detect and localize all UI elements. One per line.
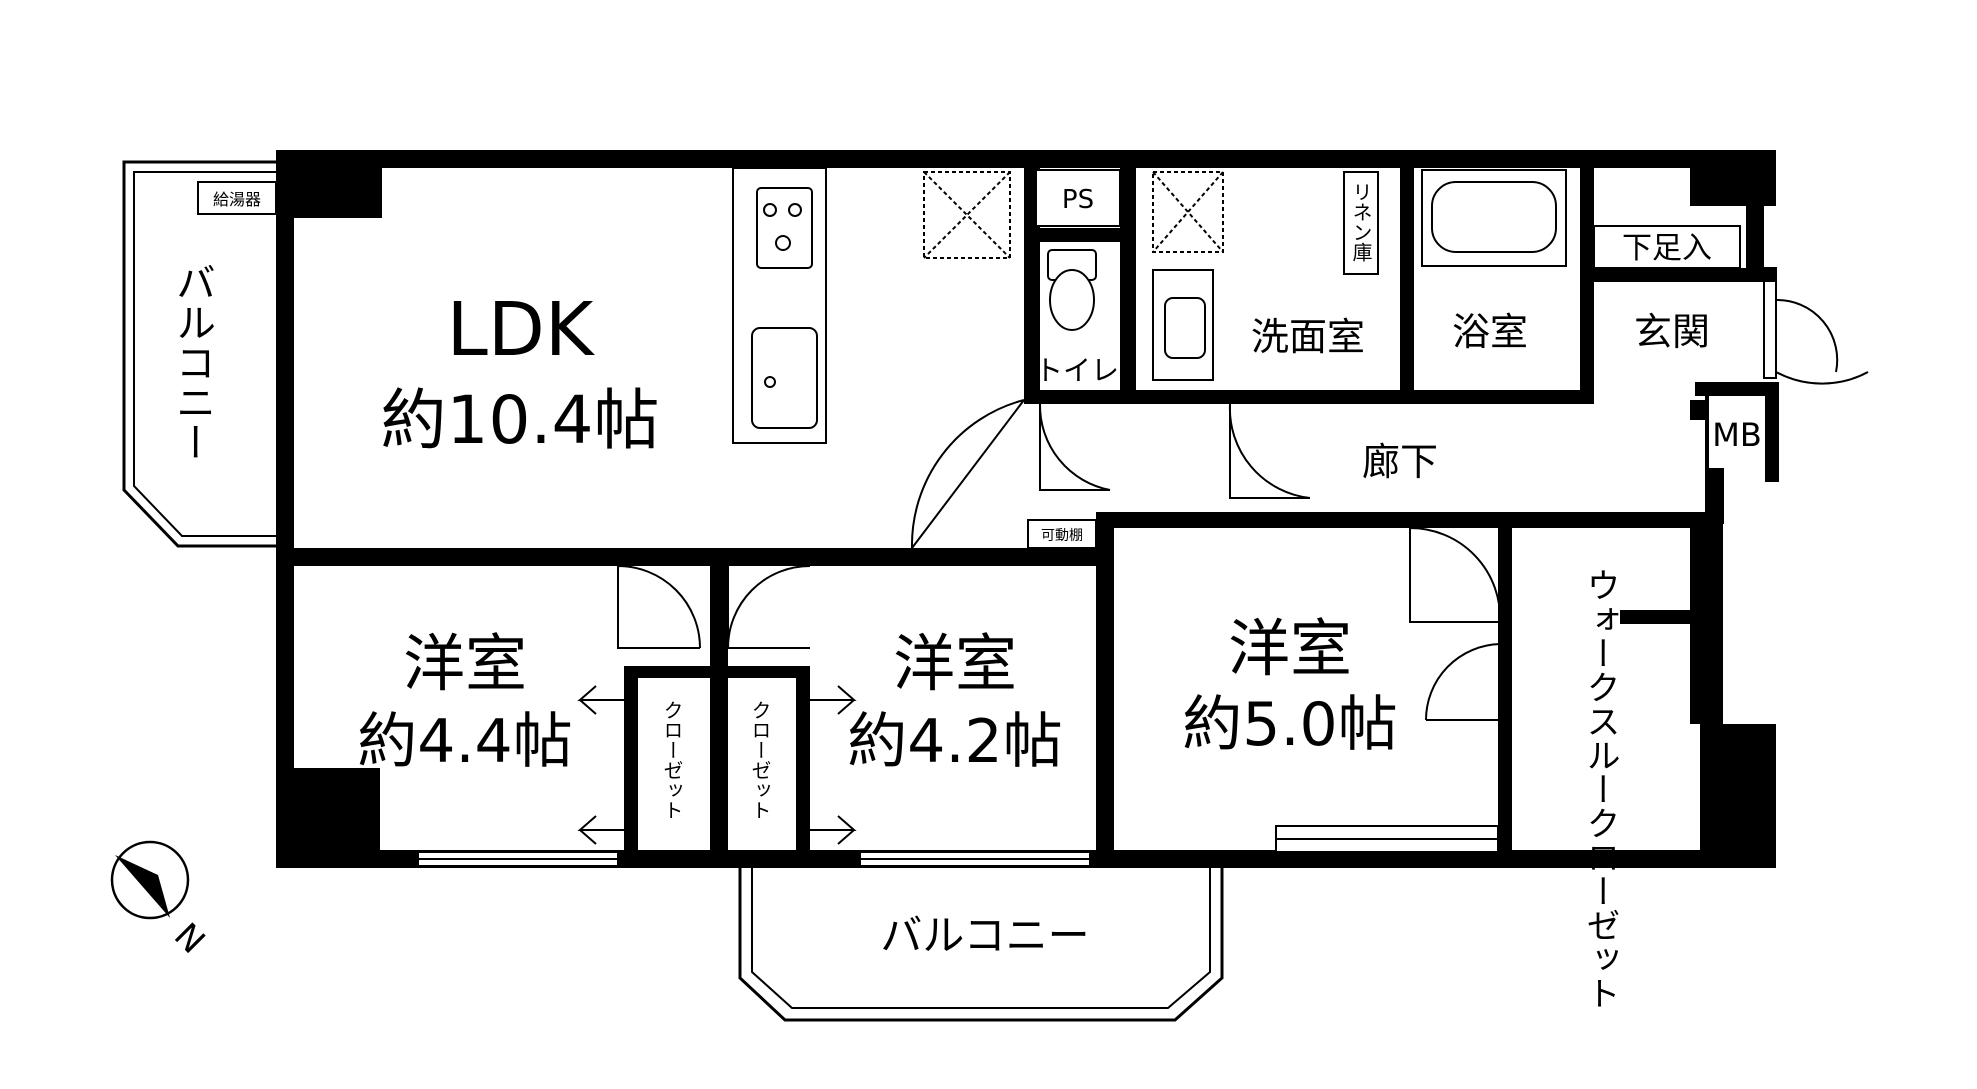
- bedroom-b-size: 約4.2帖: [847, 707, 1062, 777]
- mb-box: [1709, 396, 1765, 468]
- entrance-label: 玄関: [1634, 310, 1710, 354]
- compass-icon: N: [110, 840, 212, 962]
- bottom-balcony-label: バルコニー: [880, 911, 1089, 960]
- left-balcony-label: バルコニー: [169, 262, 215, 462]
- left-balcony: [122, 160, 276, 548]
- bedroom-c-size: 約5.0帖: [1182, 690, 1397, 760]
- washbasin-fixture: [1152, 269, 1214, 381]
- water-heater-box: [197, 181, 277, 215]
- closet-label-b: クローゼット: [748, 700, 772, 820]
- shelf-label: 可動棚: [1041, 528, 1083, 544]
- bedroom-b: 洋室 約4.2帖: [847, 627, 1062, 777]
- ps-label: PS: [1062, 185, 1094, 215]
- windows: [279, 266, 1499, 867]
- ldk-name: LDK: [447, 287, 596, 373]
- ps-box: [1035, 169, 1121, 227]
- kitchen-counter: [732, 167, 827, 444]
- bottom-balcony: [738, 862, 1224, 1022]
- washroom-label: 洗面室: [1251, 315, 1365, 359]
- bathtub-fixture: [1421, 169, 1567, 267]
- bedroom-a: 洋室 約4.4帖: [357, 627, 572, 777]
- water-heater-label: 給湯器: [213, 190, 261, 209]
- bath-label: 浴室: [1452, 310, 1528, 354]
- toilet-fixture: [1047, 249, 1097, 331]
- closet-label-a: クローゼット: [660, 700, 684, 820]
- mb-label: MB: [1712, 416, 1762, 454]
- appliance-spaces: [923, 171, 1224, 259]
- toilet-label: トイレ: [1035, 354, 1119, 387]
- hallway-label: 廊下: [1362, 440, 1438, 484]
- linen-label: リネン庫: [1349, 182, 1373, 262]
- ldk-size: 約10.4帖: [381, 382, 660, 459]
- bedroom-c-name: 洋室: [1228, 612, 1352, 685]
- bedroom-c: 洋室 約5.0帖: [1182, 612, 1397, 760]
- doors: [617, 267, 1869, 721]
- closet-markers: [577, 685, 857, 845]
- shoe-box-frame: [1593, 225, 1741, 269]
- walk-through-closet-label: ウォークスルークローゼット: [1580, 568, 1620, 1010]
- bedroom-b-name: 洋室: [893, 627, 1017, 700]
- bedroom-a-name: 洋室: [403, 627, 527, 700]
- shoe-box-label: 下足入: [1622, 231, 1712, 266]
- shelf-box: [1027, 519, 1097, 549]
- bedroom-a-size: 約4.4帖: [357, 707, 572, 777]
- linen-closet: [1343, 171, 1379, 275]
- compass-direction: N: [166, 916, 212, 962]
- ldk-room: LDK 約10.4帖: [381, 287, 660, 459]
